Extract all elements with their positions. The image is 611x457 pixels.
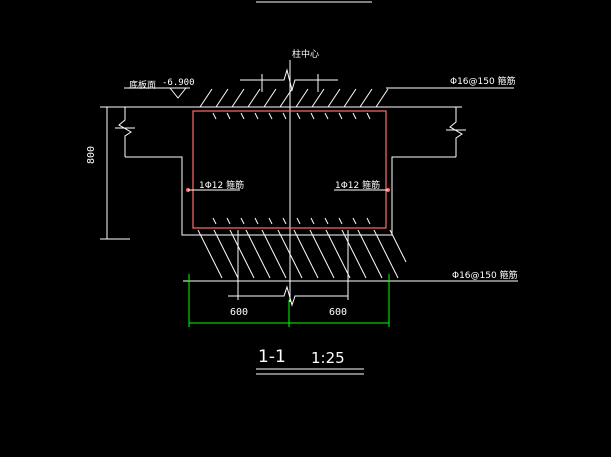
center-label: 柱中心 — [292, 50, 320, 60]
title-underline — [256, 368, 364, 375]
depth-dimension — [100, 106, 130, 240]
scale-label: 1:25 — [311, 349, 345, 367]
top-break-line — [240, 68, 338, 92]
side-rebar-left-label: 1Φ12 箍筋 — [199, 181, 245, 191]
bottom-rebar-label: Φ16@150 箍筋 — [452, 271, 518, 281]
section-title: 1-1 — [258, 347, 286, 367]
bottom-outline — [183, 230, 518, 307]
depth-dimension-label: 800 — [86, 145, 97, 164]
width-dimension — [188, 274, 390, 327]
section-outline — [107, 106, 466, 236]
width-right-dimension-label: 600 — [329, 307, 348, 318]
rebar-cage — [192, 110, 387, 229]
stirrup-ticks — [212, 112, 371, 225]
top-rebar-label: Φ16@150 箍筋 — [450, 77, 516, 87]
slab-bottom-label: 底板面 — [129, 81, 157, 91]
leader-lines — [124, 87, 514, 191]
top-hatch — [199, 88, 389, 108]
side-rebar-right-label: 1Φ12 箍筋 — [335, 181, 381, 191]
width-left-dimension-label: 600 — [230, 307, 249, 318]
elevation-label: -6.900 — [162, 78, 195, 88]
bottom-hatch — [197, 229, 407, 279]
